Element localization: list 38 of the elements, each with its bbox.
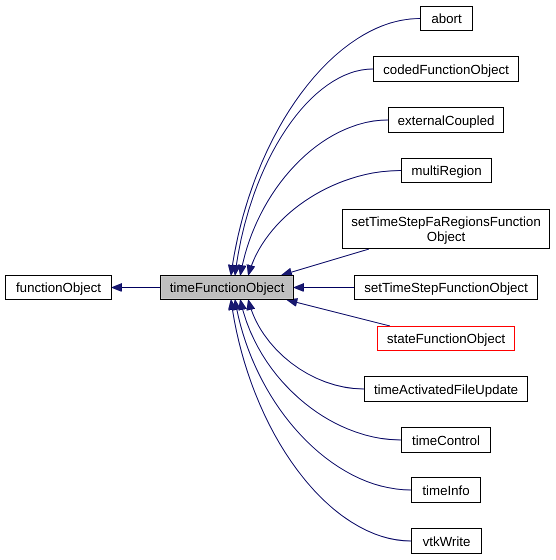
inheritance-arrow: [112, 283, 160, 292]
class-box: [5, 275, 112, 300]
class-box: [373, 56, 519, 82]
class-box: [411, 528, 482, 554]
class-box: [401, 158, 492, 183]
inheritance-arrow: [228, 18, 420, 276]
class-name: vtkWrite: [422, 534, 470, 548]
class-name: multiRegion: [411, 163, 482, 178]
inheritance-arrow: [247, 300, 364, 390]
class-name: codedFunctionObject: [383, 62, 509, 76]
class-box: [354, 275, 538, 300]
inheritance-arrow: [238, 120, 388, 276]
class-name: timeInfo: [422, 482, 470, 498]
class-name: timeFunctionObject: [170, 280, 284, 295]
inheritance-arrow: [232, 300, 412, 490]
class-box: [342, 209, 550, 249]
class-name: setTimeStepFaRegionsFunction Object: [350, 214, 542, 244]
class-name: setTimeStepFunctionObject: [364, 280, 528, 295]
class-box: [160, 275, 294, 300]
class-name: timeActivatedFileUpdate: [374, 382, 518, 396]
inheritance-arrow: [294, 283, 354, 292]
inheritance-arrow: [232, 68, 374, 276]
class-box: [411, 477, 481, 503]
class-box: [364, 376, 528, 402]
inheritance-arrow: [238, 300, 402, 440]
class-name: functionObject: [16, 280, 101, 295]
class-box: [420, 6, 473, 31]
class-box: [388, 107, 504, 133]
class-name: externalCoupled: [398, 112, 494, 128]
class-name: abort: [431, 11, 462, 26]
class-box: [401, 427, 491, 453]
class-name: timeControl: [412, 432, 480, 448]
class-name: stateFunctionObject: [386, 331, 506, 346]
inheritance-arrow: [286, 298, 390, 326]
inheritance-arrow: [247, 170, 402, 276]
inheritance-arrow: [281, 248, 370, 276]
inheritance-arrow: [228, 300, 412, 542]
class-box: [377, 326, 515, 351]
